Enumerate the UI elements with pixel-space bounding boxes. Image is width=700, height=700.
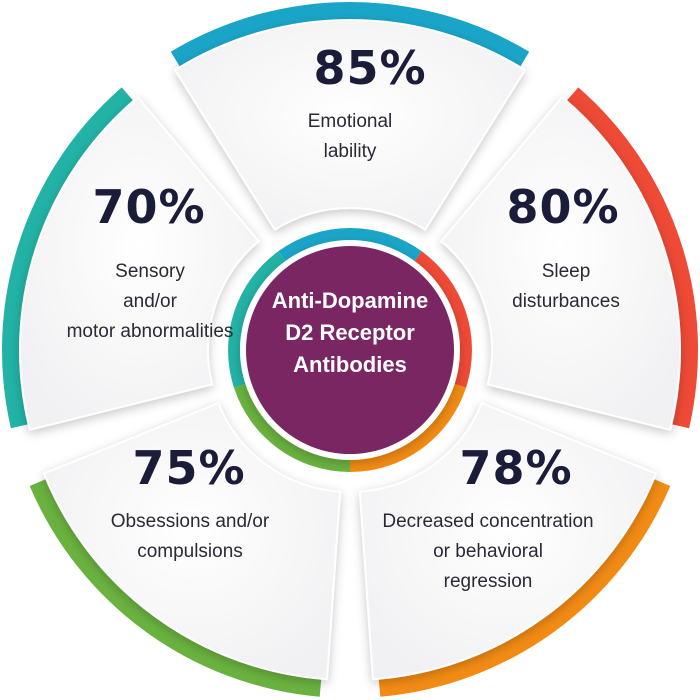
label-emotional-lability-line-1: Emotional xyxy=(308,111,393,132)
panel-sensory-motor xyxy=(19,96,260,431)
center-line-2: D2 Receptor xyxy=(285,320,415,345)
label-sleep-disturbances-line-2: disturbances xyxy=(512,291,620,312)
label-sleep-disturbances-line-1: Sleep xyxy=(542,261,591,282)
label-obsessions-compulsions-line-1: Obsessions and/or xyxy=(111,511,270,532)
panel-emotional-lability xyxy=(174,19,526,231)
label-sensory-motor-line-2: and/or xyxy=(123,291,178,312)
center-circle xyxy=(240,240,460,460)
center-line-3: Antibodies xyxy=(293,352,407,377)
segment-labels: 85% Emotional lability 80% Sleep disturbances… xyxy=(67,41,620,592)
panel-obsessions-compulsions xyxy=(43,402,342,681)
segment-panels xyxy=(19,19,681,681)
label-decreased-concentration-line-3: regression xyxy=(444,571,533,592)
center-hub: Anti-Dopamine D2 Receptor Antibodies xyxy=(240,240,460,460)
percent-emotional-lability: 85% xyxy=(313,41,426,95)
label-decreased-concentration-line-2: or behavioral xyxy=(433,541,543,562)
label-sensory-motor-line-1: Sensory xyxy=(115,261,185,282)
percent-obsessions-compulsions: 75% xyxy=(132,441,245,495)
percent-sleep-disturbances: 80% xyxy=(506,180,619,234)
label-emotional-lability-line-2: lability xyxy=(324,141,377,162)
label-decreased-concentration-line-1: Decreased concentration xyxy=(382,511,593,532)
panel-sleep-disturbances xyxy=(440,96,681,431)
percent-sensory-motor: 70% xyxy=(92,180,205,234)
panel-decreased-concentration xyxy=(358,402,657,681)
label-sensory-motor-line-3: motor abnormalities xyxy=(67,321,234,342)
percent-decreased-concentration: 78% xyxy=(459,441,572,495)
outer-arc-emotional-lability xyxy=(170,2,530,78)
label-obsessions-compulsions-line-2: compulsions xyxy=(137,541,243,562)
center-line-1: Anti-Dopamine xyxy=(272,288,428,313)
